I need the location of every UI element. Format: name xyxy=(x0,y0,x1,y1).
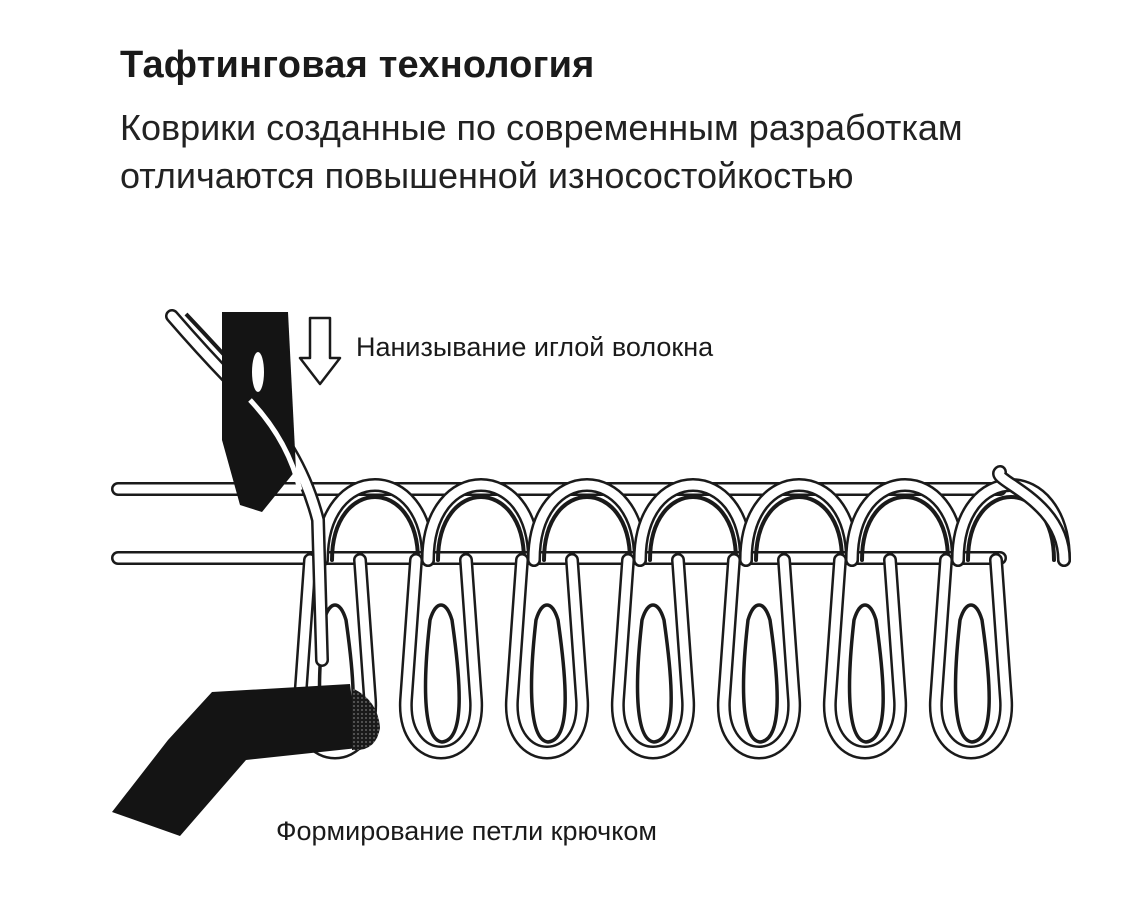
yarn-loop-inner xyxy=(423,603,461,744)
page-subtitle: Коврики созданные по современным разрабо… xyxy=(120,107,963,196)
looper-hook xyxy=(112,684,380,836)
yarn-loop-inner xyxy=(529,603,567,744)
label-hook: Формирование петли крючком xyxy=(276,816,657,846)
yarn-loops xyxy=(292,465,1071,760)
yarn-loop-inner xyxy=(953,603,991,744)
needle-eye xyxy=(252,352,264,392)
yarn-loop-inner xyxy=(847,603,885,744)
hook-tip xyxy=(352,688,380,751)
yarn-loop-inner xyxy=(741,603,779,744)
label-needle: Нанизывание иглой волокна xyxy=(356,332,714,362)
down-arrow-icon xyxy=(298,316,342,386)
hook-body xyxy=(112,684,358,836)
needle xyxy=(222,312,303,512)
yarn-loop-inner xyxy=(635,603,673,744)
page-title: Тафтинговая технология xyxy=(120,44,595,86)
